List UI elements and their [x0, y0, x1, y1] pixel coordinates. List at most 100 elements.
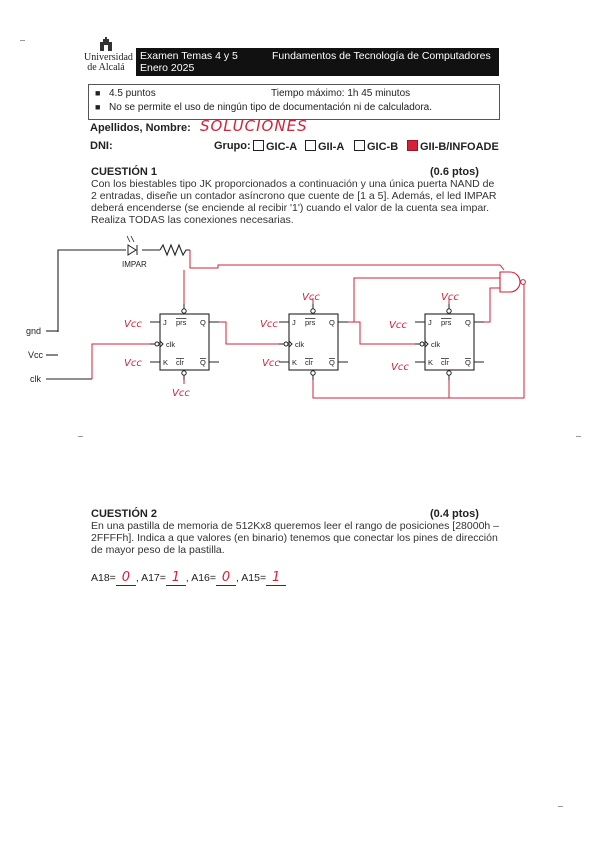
- vcc-hand-label: Vcc: [262, 358, 280, 369]
- ff-prs-label: prs: [441, 318, 452, 327]
- ff-k-label: K: [163, 358, 168, 367]
- q2-line: En una pastilla de memoria de 512Kx8 que…: [91, 520, 500, 532]
- ff-q-label: Q: [200, 318, 206, 327]
- input-gnd: gnd: [26, 326, 41, 336]
- input-vcc: Vcc: [28, 350, 44, 360]
- clr-reset-wire: [312, 283, 525, 399]
- checkbox[interactable]: [253, 140, 264, 151]
- ff-j-label: J: [163, 318, 167, 327]
- answer-label-a18: A18=: [91, 572, 116, 584]
- vcc-hand-label: Vcc: [441, 292, 459, 303]
- q1-statement: Con los biestables tipo JK proporcionado…: [91, 178, 506, 226]
- q1-line: Realiza TODAS las conexiones necesarias.: [91, 214, 294, 226]
- q1-line: deberá encenderse (se enciende al recibi…: [91, 202, 490, 214]
- ff-qbar-label: Q: [465, 358, 471, 367]
- vcc-hand-label: Vcc: [260, 319, 278, 330]
- exam-date: Enero 2025: [140, 62, 195, 74]
- q2-statement: En una pastilla de memoria de 512Kx8 que…: [91, 520, 506, 556]
- scan-mark: [576, 436, 581, 437]
- jk-flip-flop-3: J prs Q clk K clr Q: [415, 304, 484, 380]
- vcc-hand-label: Vcc: [124, 358, 142, 369]
- group-option-gic-b[interactable]: GIC-B: [354, 140, 398, 153]
- checkbox[interactable]: [354, 140, 365, 151]
- q2-title: CUESTIÓN 2: [91, 508, 158, 520]
- logo-line-1: Universidad: [84, 52, 133, 63]
- input-clk: clk: [30, 374, 41, 384]
- answer-a15[interactable]: 1: [266, 570, 287, 586]
- led-icon: [126, 235, 138, 256]
- exam-info: ■ 4.5 puntos Tiempo máximo: 1h 45 minuto…: [88, 84, 500, 120]
- checkbox-checked[interactable]: [407, 140, 418, 151]
- ff-q-label: Q: [465, 318, 471, 327]
- q2-points: (0.4 ptos): [430, 508, 479, 520]
- vcc-hand-label: Vcc: [172, 388, 190, 399]
- q2-to-gate-wire: [348, 277, 500, 323]
- ff-clr-label: clr: [441, 358, 449, 367]
- ff-j-label: J: [428, 318, 432, 327]
- exam-header: Examen Temas 4 y 5 Enero 2025 Fundamento…: [136, 48, 499, 76]
- group-option-gic-a[interactable]: GIC-A: [253, 140, 297, 153]
- answer-a17[interactable]: 1: [165, 570, 186, 586]
- led-label: IMPAR: [122, 260, 147, 269]
- bullet: ■: [95, 88, 101, 98]
- ff-clk-label: clk: [166, 340, 175, 349]
- q1-to-clk2-wire: [219, 321, 279, 345]
- q1-points: (0.6 ptos): [430, 166, 479, 178]
- scan-mark: [558, 806, 563, 807]
- answer-a18[interactable]: 0: [115, 570, 136, 586]
- ff-k-label: K: [292, 358, 297, 367]
- points-text: 4.5 puntos: [109, 88, 156, 99]
- answer-label-a16: A16=: [191, 572, 217, 584]
- answer-label-a17: A17=: [141, 572, 166, 584]
- led-wire: [57, 249, 126, 332]
- exam-title: Examen Temas 4 y 5: [140, 50, 238, 62]
- q1-line: Con los biestables tipo JK proporcionado…: [91, 178, 495, 190]
- vcc-hand-label: Vcc: [124, 319, 142, 330]
- dni-label: DNI:: [90, 140, 113, 152]
- led-to-gate-wire: [189, 250, 505, 271]
- name-label: Apellidos, Nombre:: [90, 122, 191, 134]
- jk-flip-flop-2: J prs Q clk K clr Q: [279, 304, 348, 380]
- ff-clk-label: clk: [295, 340, 304, 349]
- solution-wiring: [91, 250, 525, 399]
- ff-clr-label: clr: [305, 358, 313, 367]
- name-value: SOLUCIONES: [200, 117, 308, 135]
- ff-clr-label: clr: [176, 358, 184, 367]
- crest-icon: [100, 37, 112, 51]
- q3-to-gate-wire: [484, 287, 500, 323]
- checkbox[interactable]: [305, 140, 316, 151]
- course-title: Fundamentos de Tecnología de Computadore…: [272, 50, 491, 62]
- ff-qbar-label: Q: [200, 358, 206, 367]
- ff-prs-label: prs: [305, 318, 316, 327]
- q1-title: CUESTIÓN 1: [91, 166, 158, 178]
- rule-text: No se permite el uso de ningún tipo de d…: [109, 102, 432, 113]
- q1-line: 2 entradas, diseñe un contador asíncrono…: [91, 190, 497, 202]
- group-option-gii-b-infoade[interactable]: GII-B/INFOADE: [407, 140, 499, 153]
- logo-line-2: de Alcalá: [87, 62, 125, 73]
- answer-label-a15: A15=: [241, 572, 267, 584]
- time-text: Tiempo máximo: 1h 45 minutos: [271, 88, 411, 99]
- bullet: ■: [95, 102, 101, 112]
- resistor: [159, 243, 190, 257]
- q2-line: 2FFFFh]. Indica a que valores (en binari…: [91, 532, 498, 544]
- vcc-hand-label: Vcc: [302, 292, 320, 303]
- vcc-hand-label: Vcc: [391, 362, 409, 373]
- circuit-diagram: IMPAR gnd Vcc clk J prs Q clk K clr Q: [26, 235, 526, 399]
- q2-line: de mayor peso de la pastilla.: [91, 544, 225, 556]
- university-logo: Universidad de Alcalá: [84, 36, 133, 73]
- ff-j-label: J: [292, 318, 296, 327]
- vcc-hand-label: Vcc: [389, 320, 407, 331]
- ff-prs-label: prs: [176, 318, 187, 327]
- ff-q-label: Q: [329, 318, 335, 327]
- scan-mark: [78, 436, 83, 437]
- scan-mark: [20, 40, 25, 41]
- q2-answers: A18=0, A17=1, A16=0, A15=1: [91, 570, 287, 586]
- ff-clk-label: clk: [431, 340, 440, 349]
- clk-to-ff1-wire: [91, 343, 150, 379]
- ff-k-label: K: [428, 358, 433, 367]
- nand-gate: [499, 271, 526, 293]
- answer-a16[interactable]: 0: [216, 570, 237, 586]
- group-label: Grupo:: [214, 140, 251, 152]
- jk-flip-flop-1: J prs Q clk K clr Q: [150, 304, 219, 380]
- group-option-gii-a[interactable]: GII-A: [305, 140, 344, 153]
